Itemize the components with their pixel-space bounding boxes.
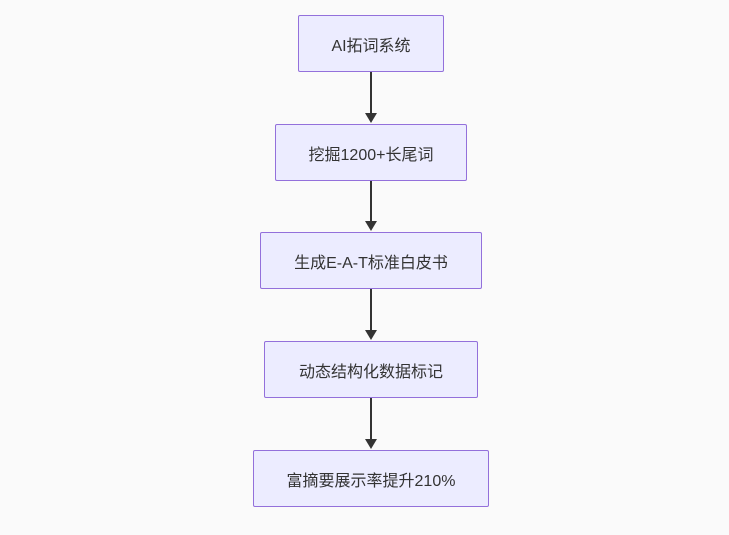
- flow-node-label: 生成E-A-T标准白皮书: [294, 254, 448, 272]
- flow-node-label: 挖掘1200+长尾词: [308, 146, 434, 164]
- flow-edge: [364, 398, 378, 449]
- arrowhead-down-icon: [365, 439, 377, 449]
- arrowhead-down-icon: [365, 330, 377, 340]
- flow-node-label: 富摘要展示率提升210%: [286, 472, 456, 490]
- flow-node-rich-snippet-rate: 富摘要展示率提升210%: [253, 450, 489, 507]
- flow-edge: [364, 181, 378, 231]
- flow-node-label: AI拓词系统: [331, 37, 411, 55]
- arrowhead-down-icon: [365, 221, 377, 231]
- flow-node-longtail-mining: 挖掘1200+长尾词: [275, 124, 467, 181]
- edge-line: [370, 289, 372, 332]
- flow-edge: [364, 289, 378, 340]
- flow-node-structured-data-markup: 动态结构化数据标记: [264, 341, 478, 398]
- flow-node-ai-word-expansion: AI拓词系统: [298, 15, 444, 72]
- edge-line: [370, 398, 372, 441]
- flow-node-label: 动态结构化数据标记: [298, 363, 443, 381]
- flow-edge: [364, 72, 378, 123]
- edge-line: [370, 181, 372, 223]
- flow-node-eat-whitepaper: 生成E-A-T标准白皮书: [260, 232, 482, 289]
- arrowhead-down-icon: [365, 113, 377, 123]
- edge-line: [370, 72, 372, 115]
